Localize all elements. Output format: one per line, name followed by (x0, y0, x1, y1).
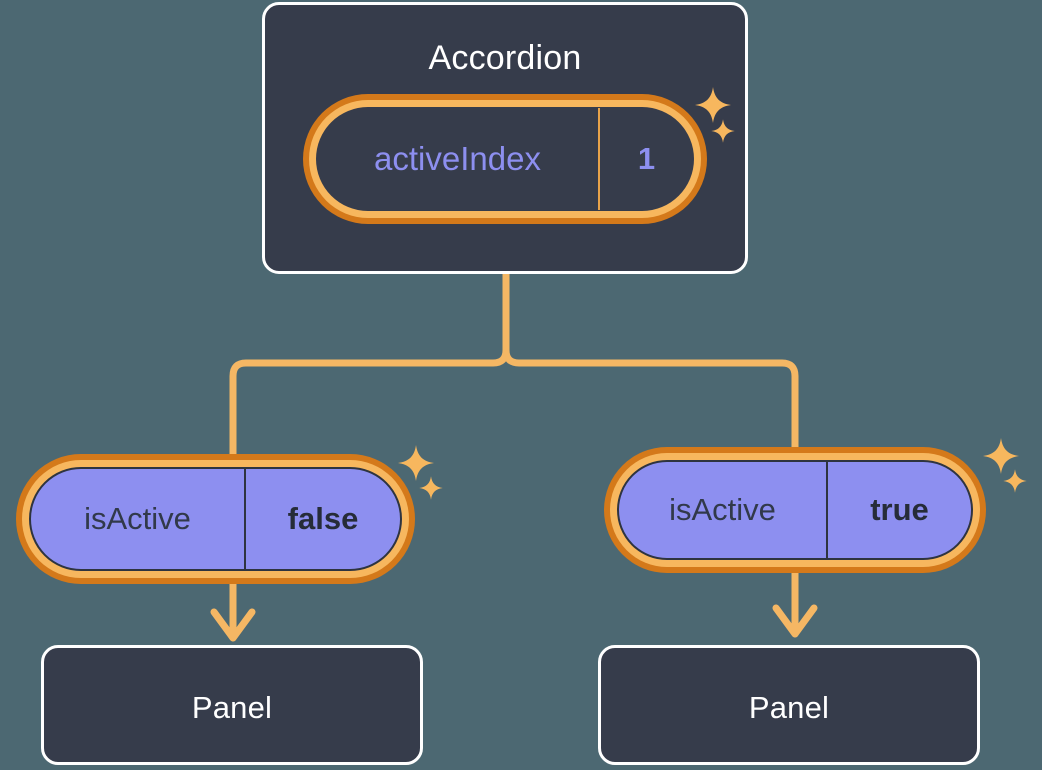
state-value-label: true (870, 492, 929, 527)
sparkle-icon (1003, 469, 1027, 493)
state-pill-ring: activeIndex 1 (309, 100, 701, 218)
state-value-label: 1 (637, 141, 656, 176)
state-pill-is-active-true[interactable]: isActive true (604, 447, 986, 573)
state-pill-ring: isActive true (610, 453, 980, 567)
state-pill-is-active-false[interactable]: isActive false (16, 454, 415, 584)
arrow-head-left (210, 608, 256, 642)
arrow-head-right (772, 604, 818, 638)
panel-component-card[interactable]: Panel (598, 645, 980, 765)
state-pill-body: activeIndex 1 (316, 107, 694, 211)
panel-title: Panel (191, 690, 273, 725)
state-pill-body: isActive true (617, 460, 973, 560)
branch-line-left (229, 270, 510, 459)
sparkle-icon (419, 476, 443, 500)
state-pill-active-index[interactable]: activeIndex 1 (303, 94, 707, 224)
branch-line-right (502, 270, 799, 452)
panel-component-card[interactable]: Panel (41, 645, 423, 765)
state-key-label: isActive (31, 469, 246, 569)
state-pill-ring: isActive false (22, 460, 409, 578)
state-value-label: false (287, 501, 359, 536)
state-pill-body: isActive false (29, 467, 402, 571)
page-title: Accordion (428, 39, 582, 77)
state-key-label: activeIndex (317, 108, 600, 210)
sparkle-icon (983, 438, 1019, 474)
sparkle-icon (398, 445, 434, 481)
panel-title: Panel (748, 690, 830, 725)
state-key-label: isActive (619, 462, 828, 558)
